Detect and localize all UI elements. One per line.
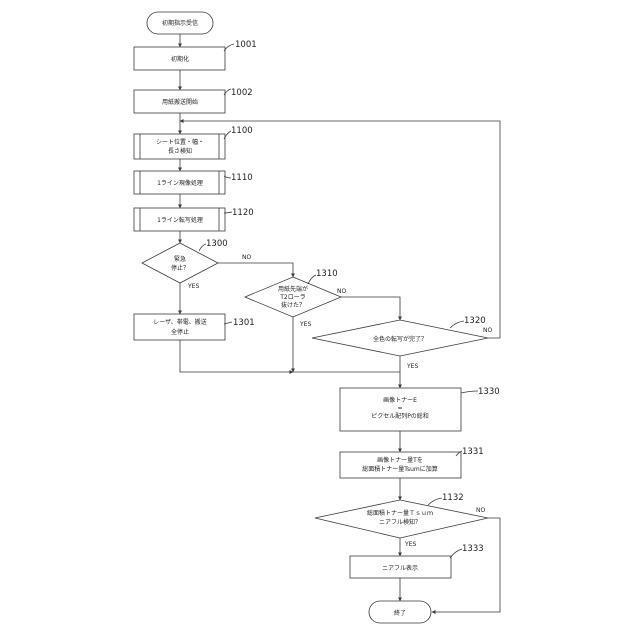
end-terminal: 終了 [369, 601, 431, 623]
yes-label-1132: YES [404, 541, 416, 548]
ref-number-1100: 1100 [231, 126, 253, 136]
process-label-1331-line2: 総面積トナー量Tsumに加算 [362, 465, 437, 473]
decision-label-1132-line2: ニアフル検知？ [379, 518, 421, 526]
ref-leader-1330 [461, 391, 478, 393]
process-label-1002: 用紙搬送開始 [162, 98, 198, 106]
process-label-1330-line3: ピクセル配列Pの総和 [371, 412, 429, 420]
start-terminal: 初期指示受信 [147, 12, 213, 34]
ref-leader-1310 [308, 275, 316, 284]
ref-number-1301: 1301 [233, 318, 255, 328]
flow-arrow-no-1300 [218, 263, 293, 277]
yes-label-1310: YES [299, 321, 311, 328]
yes-label-1320: YES [406, 363, 418, 370]
process-label-1301-line1: レーザ、帯電、搬送 [153, 318, 206, 326]
no-label-1300: NO [242, 254, 251, 261]
decision-label-1300-line2: 停止？ [171, 264, 189, 272]
flow-arrow-loop-1320 [180, 121, 500, 338]
ref-number-1110: 1110 [231, 173, 253, 183]
decision-1320: 全色の転写が完了？ [312, 320, 488, 356]
predefined-process-1120: 1ライン転写処理 [134, 208, 225, 231]
start-terminal-label: 初期指示受信 [162, 19, 198, 27]
ref-number-1001: 1001 [235, 40, 257, 50]
process-label-1100-line1: シート位置・幅・ [156, 138, 204, 146]
process-box-1301: レーザ、帯電、搬送 全停止 [134, 314, 225, 340]
decision-1310: 用紙先端が T2ローラ 抜けた？ [245, 277, 341, 317]
process-label-1333: ニアフル表示 [382, 564, 418, 572]
flow-merge-line [180, 340, 293, 372]
decision-label-1310-line2: T2ローラ [279, 294, 305, 301]
decision-label-1310-line1: 用紙先端が [278, 285, 308, 293]
process-label-1110: 1ライン現像処理 [157, 179, 203, 187]
no-label-1320: NO [483, 327, 492, 334]
no-label-1132: NO [476, 507, 485, 514]
predefined-process-1100: シート位置・幅・ 長さ検知 [134, 134, 225, 159]
process-label-1330-line1: 画像トナーE [383, 396, 417, 404]
process-box-1001: 初期化 [134, 47, 225, 70]
ref-number-1310: 1310 [316, 269, 338, 279]
ref-number-1120: 1120 [232, 208, 254, 218]
process-box-1331: 画像トナー量Tを 総面積トナー量Tsumに加算 [340, 452, 461, 478]
process-label-1301-line2: 全停止 [171, 328, 189, 336]
process-box-1330: 画像トナーE = ピクセル配列Pの総和 [340, 388, 461, 431]
process-box-1333: ニアフル表示 [350, 556, 451, 578]
decision-1300: 緊急 停止？ [142, 243, 218, 283]
ref-number-1300: 1300 [206, 239, 228, 249]
ref-number-1331: 1331 [462, 447, 484, 457]
process-label-1100-line2: 長さ検知 [168, 147, 192, 155]
process-box-1002: 用紙搬送開始 [134, 90, 225, 113]
ref-number-1132: 1132 [442, 493, 464, 503]
ref-number-1333: 1333 [462, 544, 484, 554]
decision-label-1300-line1: 緊急 [174, 255, 186, 263]
process-label-1331-line1: 画像トナー量Tを [377, 456, 423, 464]
decision-label-1132-line1: 総面積トナー量Ｔｓｕｍ [367, 509, 433, 517]
decision-label-1310-line3: 抜けた？ [281, 301, 305, 309]
decision-1132: 総面積トナー量Ｔｓｕｍ ニアフル検知？ [315, 500, 488, 538]
process-label-1330-line2: = [397, 405, 402, 412]
end-terminal-label: 終了 [394, 609, 406, 617]
ref-number-1002: 1002 [231, 88, 253, 98]
predefined-process-1110: 1ライン現像処理 [134, 171, 225, 194]
ref-leader-1333 [450, 549, 462, 558]
process-label-1001: 初期化 [171, 55, 189, 63]
ref-number-1320: 1320 [464, 316, 486, 326]
process-label-1120: 1ライン転写処理 [157, 216, 203, 224]
no-label-1310: NO [337, 288, 346, 295]
flow-arrow-no-1310 [341, 297, 400, 320]
ref-leader-1001 [224, 44, 234, 51]
ref-number-1330: 1330 [478, 387, 500, 397]
ref-leader-1320 [450, 321, 464, 328]
ref-leader-1132 [428, 498, 442, 505]
yes-label-1300: YES [187, 283, 199, 290]
decision-label-1320: 全色の転写が完了？ [373, 335, 427, 343]
ref-leader-1300 [199, 244, 206, 251]
